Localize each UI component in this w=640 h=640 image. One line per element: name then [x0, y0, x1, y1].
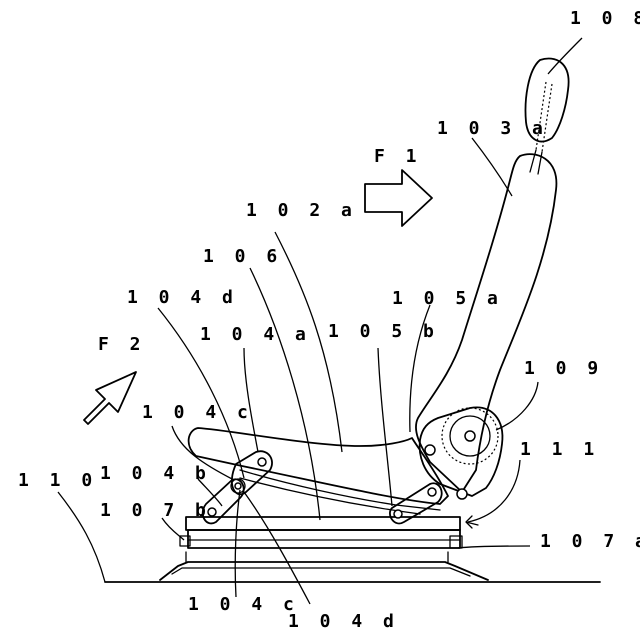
label-f2: F 2	[98, 334, 146, 355]
label-106: 1 0 6	[203, 246, 282, 267]
seat-cushion-102a	[189, 428, 448, 504]
recliner-109	[420, 407, 503, 499]
label-102a: 1 0 2 a	[246, 200, 357, 221]
label-108: 1 0 8	[570, 8, 640, 29]
label-104c-top: 1 0 4 c	[142, 402, 253, 423]
label-107b: 1 0 7 b	[100, 500, 211, 521]
label-105b: 1 0 5 b	[328, 321, 439, 342]
label-104a: 1 0 4 a	[200, 324, 311, 345]
labels: 1 0 8 1 0 3 a F 1 1 0 2 a 1 0 6 1 0 5 a …	[18, 8, 640, 632]
label-104c-bottom: 1 0 4 c	[188, 594, 299, 615]
label-103a: 1 0 3 a	[437, 118, 548, 139]
seat-frame-106	[240, 470, 440, 514]
label-107a: 1 0 7 a	[540, 531, 640, 552]
label-109: 1 0 9	[524, 358, 603, 379]
label-111: 1 1 1	[520, 439, 599, 460]
arrow-f2-icon	[84, 372, 136, 424]
mount-bracket	[160, 552, 488, 580]
arrow-f1-icon	[365, 170, 432, 226]
label-f1: F 1	[374, 146, 422, 167]
label-105a: 1 0 5 a	[392, 288, 503, 309]
headrest-108	[526, 59, 569, 174]
upper-rail-107b	[180, 517, 460, 546]
label-104b: 1 0 4 b	[100, 463, 211, 484]
label-104d-top: 1 0 4 d	[127, 287, 238, 308]
label-110: 1 1 0	[18, 470, 97, 491]
lower-rail-107a	[188, 530, 462, 548]
label-104d-bottom: 1 0 4 d	[288, 611, 399, 632]
